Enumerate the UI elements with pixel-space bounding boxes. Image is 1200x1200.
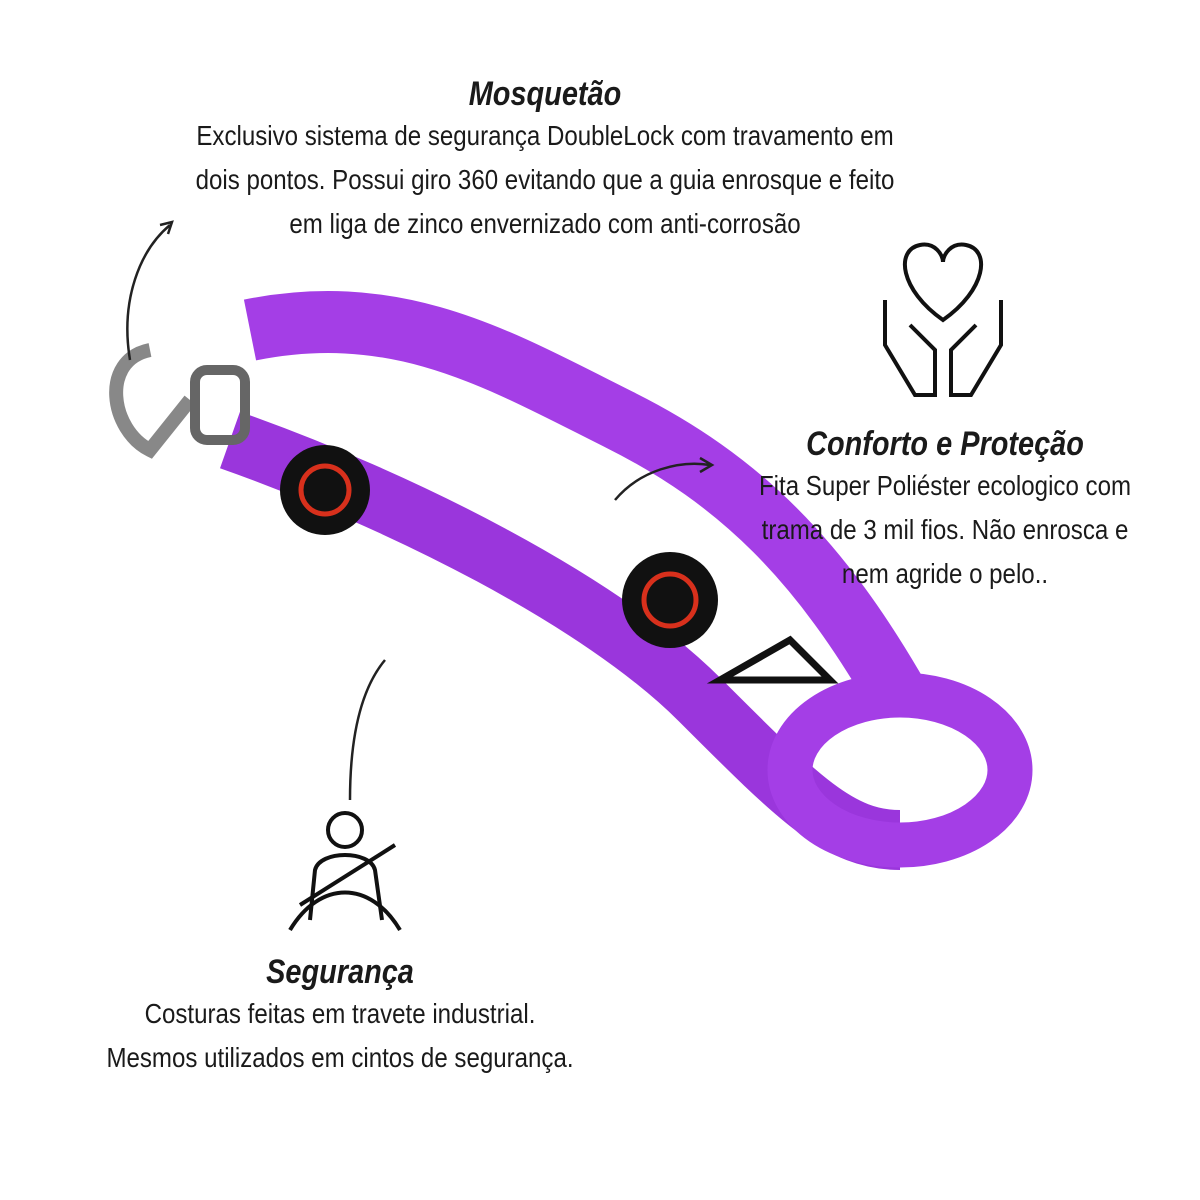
arrow-icon <box>348 659 386 801</box>
section-text: Costuras feitas em travete industrial. <box>144 998 536 1029</box>
section-title: Conforto e Proteção <box>806 425 1084 463</box>
heart-hands-icon <box>883 242 1003 397</box>
section-title: Mosquetão <box>468 75 622 113</box>
section-seguranca: Segurança Costuras feitas em travete ind… <box>40 952 640 1080</box>
section-text: Fita Super Poliéster ecologico com <box>758 470 1132 501</box>
section-text: Mesmos utilizados em cintos de segurança… <box>106 1042 574 1073</box>
section-conforto: Conforto e Proteção Fita Super Poliéster… <box>720 424 1170 596</box>
d-ring <box>706 635 839 684</box>
leash-strap <box>220 291 1033 870</box>
arrow-icon <box>126 220 174 361</box>
section-title: Segurança <box>266 953 414 991</box>
arrow-icon <box>614 456 715 501</box>
seatbelt-icon <box>288 811 402 932</box>
logo-patch-1 <box>280 445 370 535</box>
section-mosquetao: Mosquetão Exclusivo sistema de segurança… <box>100 74 990 246</box>
logo-patch-2 <box>622 552 718 648</box>
section-text: nem agride o pelo.. <box>841 558 1049 589</box>
section-text: Exclusivo sistema de segurança DoubleLoc… <box>196 120 894 151</box>
section-text: trama de 3 mil fios. Não enrosca e <box>761 514 1129 545</box>
section-text: dois pontos. Possui giro 360 evitando qu… <box>195 164 895 195</box>
section-text: em liga de zinco envernizado com anti-co… <box>289 208 801 239</box>
carabiner <box>109 343 250 459</box>
